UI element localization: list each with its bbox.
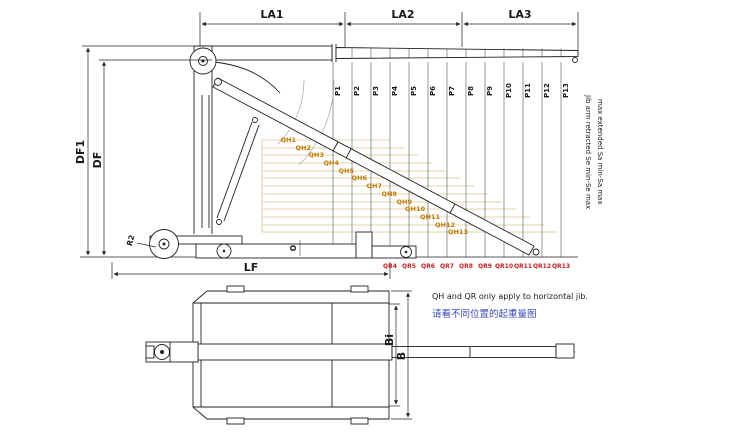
p-label: P13: [562, 83, 570, 98]
hydraulic-cylinder: [216, 117, 260, 225]
qh-labels: QH1 QH2 QH3 QH4 QH5 QH6 QH7 QH8 QH9 QH10…: [281, 136, 469, 236]
qh-label: QH9: [397, 198, 413, 206]
p-label: P4: [391, 86, 399, 96]
qr-label: QR9: [478, 263, 492, 270]
boom-swing-arcs: [277, 79, 335, 166]
qh-label: QH7: [367, 182, 383, 190]
p-labels: P1 P2 P3 P4 P5 P6 P7 P8 P9 P10 P11 P12 P…: [334, 83, 570, 98]
boom-pivot: [214, 78, 222, 86]
qh-label: QH4: [324, 159, 340, 167]
dim-label-la2: LA2: [391, 8, 414, 21]
qh-label: QH12: [435, 221, 455, 229]
p-label: P9: [486, 86, 494, 96]
jib-range-note-line2: max extended Sa min-Sa max: [596, 99, 604, 205]
boom-joint: [331, 44, 337, 62]
jib-range-note: Jib arm retracted Se min-Se max max exte…: [584, 94, 604, 209]
qh-label: QH10: [405, 205, 425, 213]
capacity-stair-grid: [261, 139, 558, 233]
dim-label-la3: LA3: [508, 8, 531, 21]
crane-side-view: [80, 44, 579, 259]
p-label: P3: [372, 86, 380, 96]
qh-label: QH5: [339, 167, 355, 175]
main-boom: [211, 45, 333, 61]
note-english: QH and QR only apply to horizontal jib.: [432, 292, 588, 301]
p-label: P10: [505, 83, 513, 98]
p-label: P11: [524, 83, 532, 98]
boom-plan-main: [197, 343, 393, 361]
qr-label: QR10: [495, 263, 513, 270]
dim-label-b: B: [395, 352, 408, 360]
boom-lowered: [212, 77, 535, 256]
mast-pulley: [189, 47, 217, 75]
mast: [193, 45, 213, 234]
crane-top-view: Bi B: [145, 285, 576, 425]
qr-labels: QR4 QR5 QR6 QR7 QR8 QR9 QR10 QR11 QR12 Q…: [383, 263, 570, 270]
winch-plan: [145, 341, 199, 363]
qr-label: QR11: [514, 263, 532, 270]
boom-plan-jib: [391, 346, 557, 358]
qh-label: QH2: [296, 144, 312, 152]
qh-label: QH1: [281, 136, 297, 144]
dim-label-lf: LF: [244, 261, 259, 274]
qr-label: QR12: [533, 263, 551, 270]
width-dimensions: Bi B: [383, 290, 412, 420]
left-dimensions: DF1 DF: [74, 45, 212, 256]
qh-label: QH8: [382, 190, 398, 198]
qh-label: QH13: [448, 228, 468, 236]
lf-dimension: LF: [111, 261, 391, 279]
qr-label: QR6: [421, 263, 435, 270]
dim-label-la1: LA1: [260, 8, 283, 21]
foot-pads: [226, 285, 369, 425]
boom-plan-end-block: [555, 343, 575, 359]
p-label: P2: [353, 86, 361, 96]
boom-lowered-ticks: [332, 141, 456, 214]
jib-range-note-line1: Jib arm retracted Se min-Se max: [584, 94, 592, 209]
dim-label-df1: DF1: [74, 140, 87, 164]
qh-label: QH11: [420, 213, 440, 221]
p-label: P6: [429, 86, 437, 96]
p-label: P8: [467, 86, 475, 96]
qr-label: QR4: [383, 263, 397, 270]
lowered-boom-hook: [532, 248, 540, 256]
qr-label: QR7: [440, 263, 454, 270]
p-label: P12: [543, 83, 551, 98]
qr-label: QR5: [402, 263, 416, 270]
qr-label: QR13: [552, 263, 570, 270]
dim-label-r2: R2: [125, 234, 137, 247]
r2-leader: [136, 242, 157, 248]
p-label: P1: [334, 86, 342, 96]
dim-label-o: O: [289, 245, 298, 251]
qh-label: QH3: [309, 151, 325, 159]
dim-label-bi: Bi: [383, 334, 396, 346]
base-assembly: [136, 229, 417, 259]
note-chinese: 请看不同位置的起重量图: [432, 308, 537, 320]
jib-end-hook: [572, 57, 578, 63]
la-extension-lines: [199, 12, 579, 52]
qr-label: QR8: [459, 263, 473, 270]
top-dimensions: LA1 LA2 LA3: [199, 8, 579, 52]
gusset-curve: [212, 61, 281, 94]
qh-label: QH6: [352, 174, 368, 182]
jib-section-ticks: [351, 48, 562, 58]
p-label: P5: [410, 86, 418, 96]
jib-extended: [335, 47, 579, 59]
p-label: P7: [448, 86, 456, 96]
dim-label-df: DF: [91, 152, 104, 169]
